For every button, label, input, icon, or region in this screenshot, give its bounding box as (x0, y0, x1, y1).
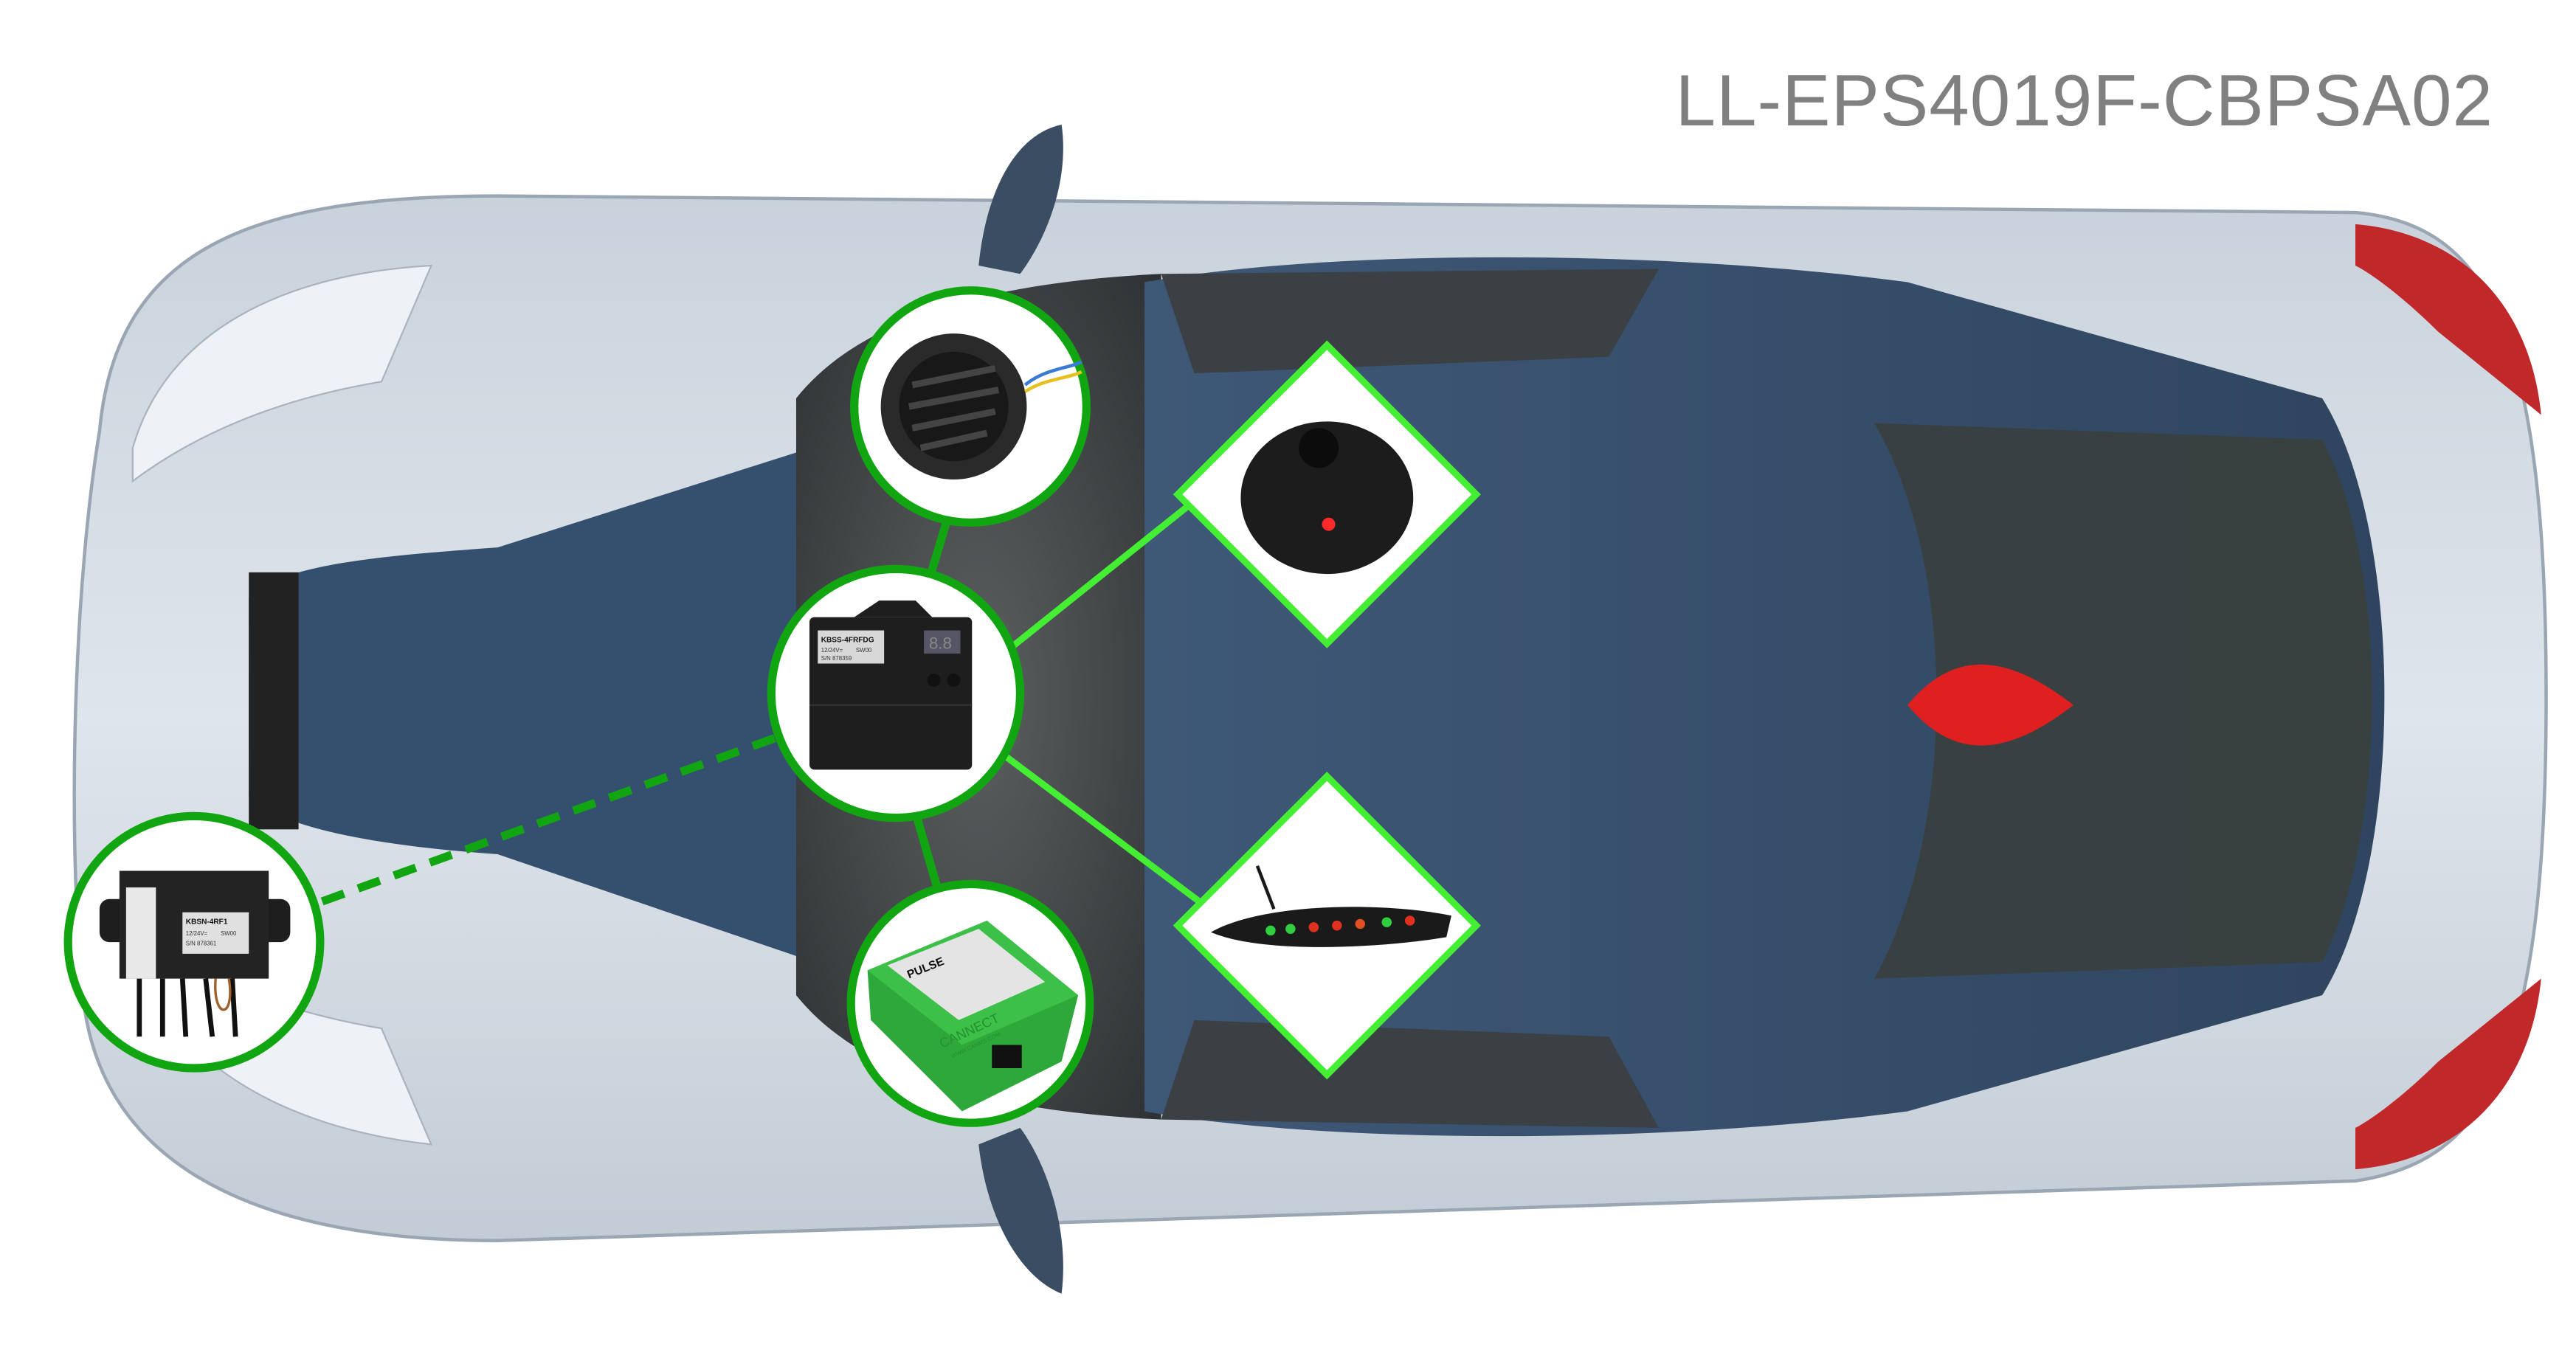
front-module-serial: S/N 878361 (186, 941, 217, 947)
brake-light (1907, 664, 2073, 746)
push-button-icon (1240, 421, 1414, 575)
connector-main-to-front-module (314, 734, 776, 908)
mirror-top (978, 124, 1063, 274)
front-module-voltage: 12/24V= (186, 930, 208, 937)
buzzer-node[interactable] (850, 286, 1091, 527)
front-module-icon: KBSN-4RF1 12/24V= SW00 S/N 878361 (99, 870, 291, 1037)
main-unit-sw: SW00 (856, 647, 872, 654)
front-module-node[interactable]: KBSN-4RF1 12/24V= SW00 S/N 878361 (63, 811, 325, 1073)
main-control-unit-node[interactable]: KBSS-4FRFDG 12/24V= SW00 S/N 878359 8.8 (767, 564, 1025, 823)
taillight-bottom (2355, 978, 2541, 1170)
push-button-node[interactable] (1173, 340, 1481, 648)
front-module-model: KBSN-4RF1 (186, 918, 228, 926)
hood-vent (249, 572, 299, 830)
buzzer-icon (880, 333, 1082, 479)
side-window-top (1161, 269, 1659, 374)
main-unit-display: 8.8 (929, 634, 952, 652)
connector-main-to-canbus (911, 811, 942, 889)
main-unit-icon: KBSS-4FRFDG 12/24V= SW00 S/N 878359 8.8 (809, 600, 973, 770)
main-unit-serial: S/N 878359 (821, 655, 852, 662)
led-display-icon (1210, 865, 1451, 947)
mirror-bottom (978, 1127, 1063, 1294)
front-module-sw: SW00 (221, 930, 237, 937)
canbus-adapter-node[interactable]: PULSE CANNECT WWW.CANMS.COM (846, 879, 1094, 1127)
product-code-title: LL-EPS4019F-CBPSA02 (1675, 60, 2493, 141)
taillight-top (2355, 224, 2541, 415)
connector-main-to-display (1001, 752, 1238, 932)
connector-main-to-buzzer (925, 513, 953, 582)
side-window-bottom (1161, 1019, 1659, 1128)
led-display-node[interactable] (1173, 772, 1481, 1080)
main-unit-model: KBSS-4FRFDG (821, 636, 874, 644)
canbus-adapter-icon: PULSE CANNECT WWW.CANMS.COM (867, 920, 1079, 1112)
main-unit-voltage: 12/24V= (821, 647, 843, 654)
headlight-left (131, 264, 433, 483)
rear-window (1874, 423, 2372, 979)
hood (249, 431, 863, 979)
